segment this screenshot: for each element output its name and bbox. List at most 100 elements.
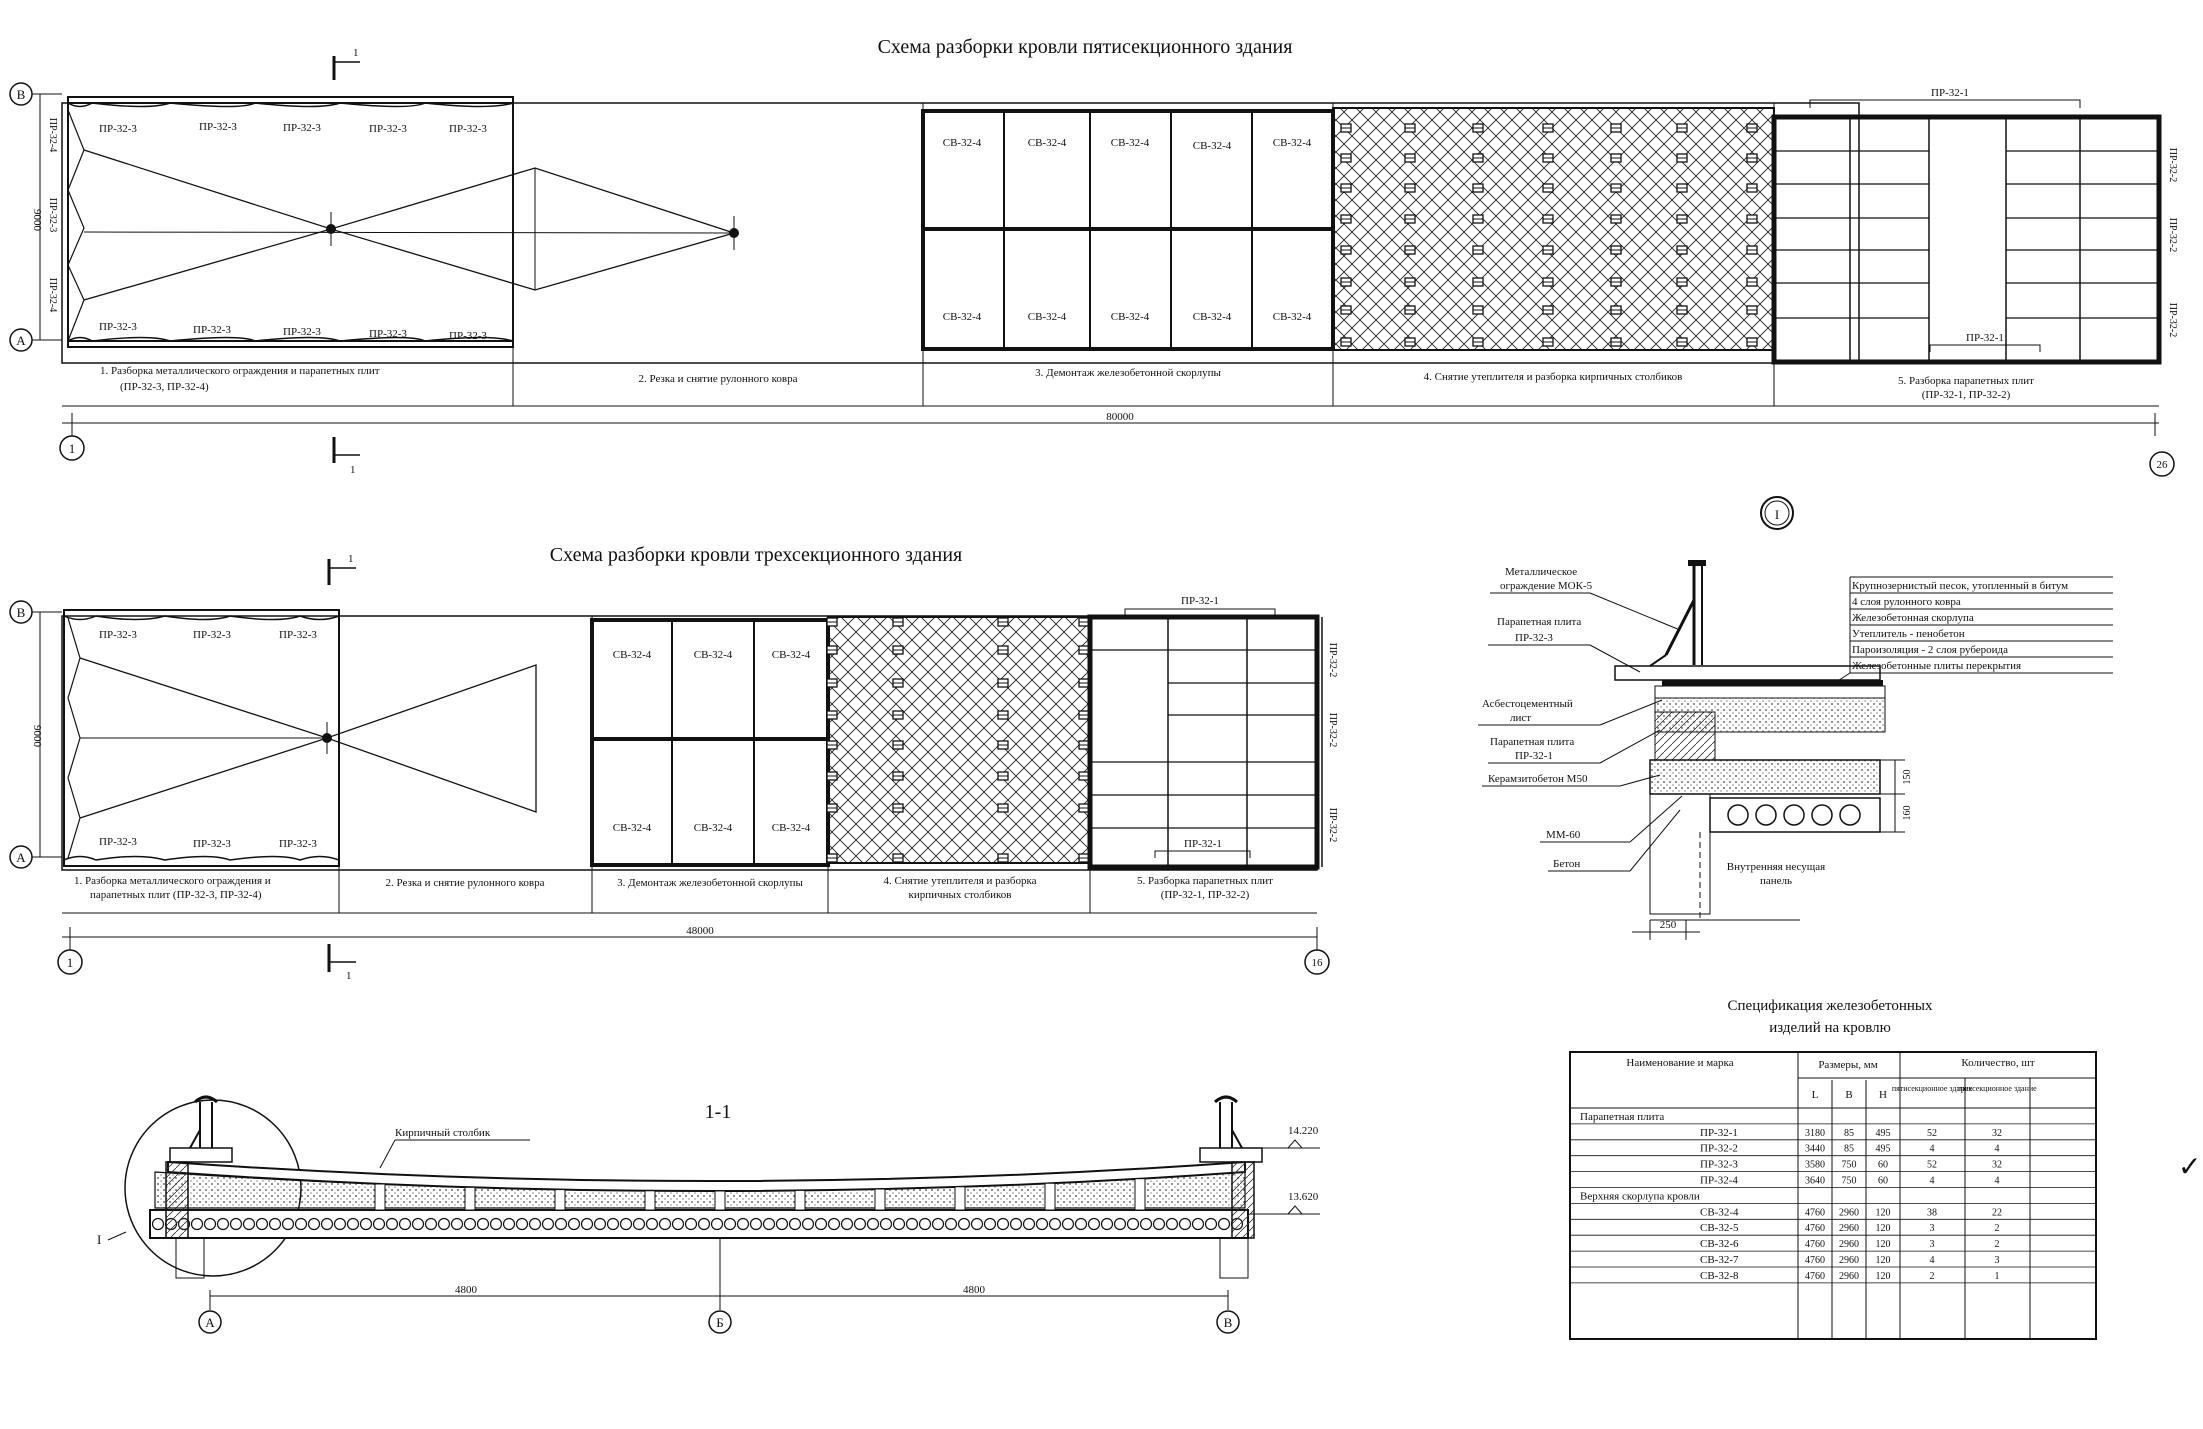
top-pr1-top: ПР-32-1 — [1931, 87, 1969, 99]
dim-width-top: 9000 — [31, 209, 43, 232]
spec-group-name: Парапетная плита — [1580, 1111, 1664, 1123]
mid-axis-end: 16 — [1312, 957, 1324, 969]
mid-stage-5b: (ПР-32-1, ПР-32-2) — [1161, 889, 1250, 901]
spec-row-name: ПР-32-3 — [1700, 1159, 1738, 1171]
detail-label-asbestos-1: Асбестоцементный — [1482, 698, 1573, 710]
mid-pr-bottom-1: ПР-32-3 — [99, 836, 137, 848]
spec-cell: 4 — [1930, 1176, 1935, 1187]
detail-layer-1: Крупнозернистый песок, утопленный в биту… — [1852, 580, 2068, 592]
top-pr-top-1: ПР-32-3 — [99, 123, 137, 135]
mid-pr-top-3: ПР-32-3 — [279, 629, 317, 641]
spec-cell: 52 — [1927, 1160, 1937, 1171]
section-elev-top: 14.220 — [1288, 1125, 1319, 1137]
detail-dim-width: 250 — [1660, 919, 1677, 931]
top-right-edge-3: ПР-32-2 — [2167, 303, 2178, 337]
section-detail-ref: I — [97, 1232, 101, 1247]
spec-cell: 2960 — [1839, 1207, 1859, 1218]
mid-right-edge-1: ПР-32-2 — [1327, 643, 1338, 677]
top-stage-5b: (ПР-32-1, ПР-32-2) — [1922, 389, 2011, 401]
detail-label-ceramsite: Керамзитобетон М50 — [1488, 773, 1588, 785]
left-edge-label-2: ПР-32-3 — [47, 198, 58, 232]
spec-cell: 2960 — [1839, 1255, 1859, 1266]
top-axis-start: 1 — [69, 441, 76, 456]
section-post — [954, 1186, 966, 1211]
detail-panel-label-1: Внутренняя несущая — [1727, 861, 1825, 873]
mid-stage-4a: 4. Снятие утеплителя и разборка — [883, 875, 1036, 887]
spec-cell: 32 — [1992, 1128, 2002, 1139]
check-mark: ✓ — [2178, 1152, 2201, 1183]
spec-cell: 60 — [1878, 1160, 1888, 1171]
top-stage-1a: 1. Разборка металлического ограждения и … — [100, 365, 380, 377]
top-stage-2: 2. Резка и снятие рулонного ковра — [639, 373, 798, 385]
spec-cell: 4 — [1995, 1176, 2000, 1187]
mid-sv-bottom-1: СВ-32-4 — [613, 822, 652, 834]
detail-label-mm60: ММ-60 — [1546, 829, 1581, 841]
spec-cell: 2960 — [1839, 1223, 1859, 1234]
section-brick-label: Кирпичный столбик — [395, 1127, 491, 1139]
mid-stage-4b: кирпичных столбиков — [909, 889, 1012, 901]
top-right-edge-2: ПР-32-2 — [2167, 218, 2178, 252]
spec-title-1: Спецификация железобетонных — [1728, 998, 1933, 1014]
top-pr-bottom-5: ПР-32-3 — [449, 330, 487, 342]
mid-brick-posts — [826, 617, 1090, 863]
detail-layer-4: Утеплитель - пенобетон — [1852, 628, 1965, 640]
spec-header-name: Наименование и марка — [1626, 1057, 1733, 1069]
section-post — [374, 1183, 386, 1211]
spec-header-l: L — [1812, 1089, 1819, 1101]
spec-cell: 750 — [1842, 1176, 1857, 1187]
top-sv-top-2: СВ-32-4 — [1028, 137, 1067, 149]
top-sv-bottom-1: СВ-32-4 — [943, 311, 982, 323]
top-dim-total: 80000 — [1106, 411, 1134, 423]
detail-label-parapet-2: ПР-32-3 — [1515, 632, 1553, 644]
top-pr-bottom-4: ПР-32-3 — [369, 328, 407, 340]
section-post — [874, 1188, 886, 1211]
top-pr-bottom-2: ПР-32-3 — [193, 324, 231, 336]
spec-row-name: СВ-32-8 — [1700, 1270, 1739, 1282]
mid-right-edge-2: ПР-32-2 — [1327, 713, 1338, 747]
spec-cell: 120 — [1876, 1223, 1891, 1234]
spec-cell: 3 — [1930, 1223, 1935, 1234]
mid-pr-bottom-3: ПР-32-3 — [279, 838, 317, 850]
spec-cell: 60 — [1878, 1176, 1888, 1187]
top-pr-top-4: ПР-32-3 — [369, 123, 407, 135]
section-axis-bubble-b — [708, 1310, 732, 1334]
mid-sv-top-2: СВ-32-4 — [694, 649, 733, 661]
detail-layer-2: 4 слоя рулонного ковра — [1852, 596, 1961, 608]
section-post — [1044, 1182, 1056, 1211]
spec-cell: 3580 — [1805, 1160, 1825, 1171]
spec-cell: 3640 — [1805, 1176, 1825, 1187]
detail-label-parapet2-2: ПР-32-1 — [1515, 750, 1553, 762]
mid-sv-top-3: СВ-32-4 — [772, 649, 811, 661]
spec-row-name: СВ-32-6 — [1700, 1238, 1739, 1250]
top-cut-mark-top: 1 — [353, 47, 359, 59]
section-dim-right: 4800 — [963, 1284, 986, 1296]
spec-cell: 120 — [1876, 1255, 1891, 1266]
section-post — [1134, 1178, 1146, 1211]
top-pr-top-3: ПР-32-3 — [283, 122, 321, 134]
spec-header-h: H — [1879, 1089, 1887, 1101]
section-1-1: 1-1 I Кирпичный столбик — [97, 1095, 1320, 1334]
mid-right-edge-3: ПР-32-2 — [1327, 808, 1338, 842]
spec-title-2: изделий на кровлю — [1769, 1020, 1891, 1036]
spec-cell: 38 — [1927, 1207, 1937, 1218]
axis-label-a: А — [16, 333, 26, 348]
mid-axis-label-b: В — [17, 605, 26, 620]
section-axis-a: А — [205, 1315, 215, 1330]
mid-axis-label-a: А — [16, 850, 26, 865]
section-post — [464, 1186, 476, 1211]
spec-cell: 2960 — [1839, 1239, 1859, 1250]
mid-dim-width: 9000 — [31, 725, 43, 748]
spec-cell: 32 — [1992, 1160, 2002, 1171]
spec-header-q5: пятисекционное здание — [1892, 1084, 1973, 1093]
spec-cell: 120 — [1876, 1271, 1891, 1282]
spec-header-b: B — [1845, 1089, 1852, 1101]
detail-layer-6: Железобетонные плиты перекрытия — [1852, 660, 2021, 672]
detail-dim-h2: 160 — [1902, 806, 1913, 821]
spec-cell: 1 — [1995, 1271, 2000, 1282]
section-axis-bubble-a — [198, 1310, 222, 1334]
mid-pr1-bottom: ПР-32-1 — [1184, 838, 1222, 850]
top-pr-bottom-3: ПР-32-3 — [283, 326, 321, 338]
section-brick-posts — [374, 1178, 1146, 1211]
spec-cell: 4760 — [1805, 1223, 1825, 1234]
mid-stage-1b: парапетных плит (ПР-32-3, ПР-32-4) — [90, 889, 262, 901]
